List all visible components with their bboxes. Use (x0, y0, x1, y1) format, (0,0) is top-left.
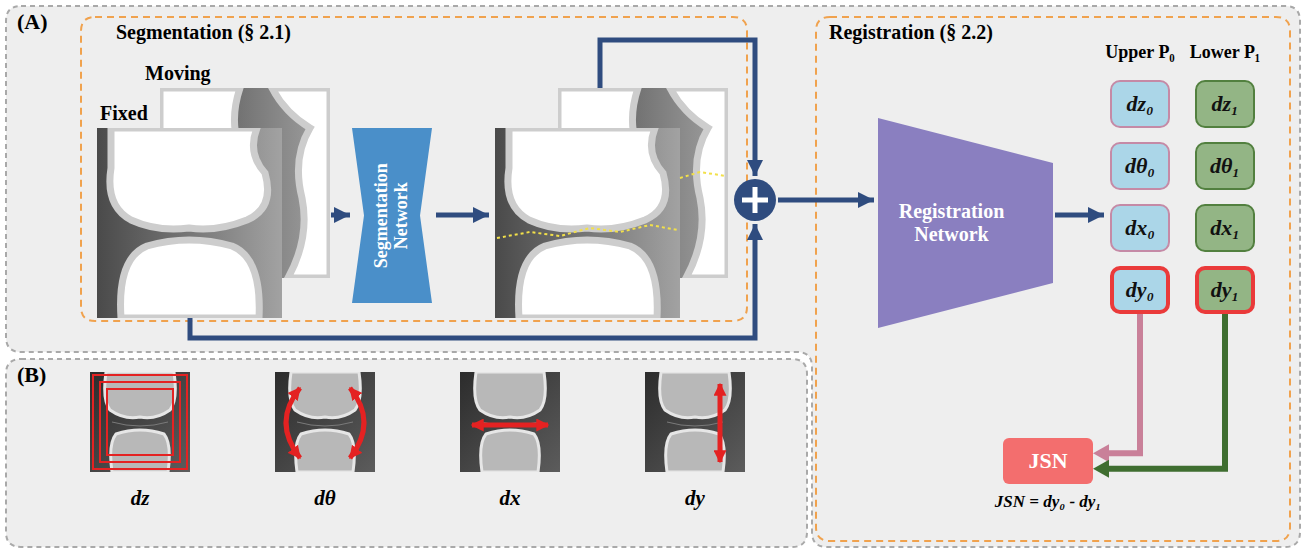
node-text: JSN (1028, 448, 1067, 474)
label-holder: dy (685, 486, 705, 511)
parameter-box: dy₀ (1110, 266, 1170, 314)
parameter-box: dz₀ (1110, 80, 1170, 128)
outline (80, 16, 748, 322)
outline (5, 5, 1301, 548)
caption-label: Lower P₁ (1190, 42, 1261, 63)
caption-label: dx (500, 486, 521, 511)
label-holder: dz (131, 486, 150, 511)
node-text: dx₀ (1125, 215, 1155, 241)
caption-label: JSN = dy₀ - dy₁ (995, 492, 1102, 512)
label-holder: dx (500, 486, 521, 511)
node-text: Segmentation Network (372, 151, 412, 281)
node-text: Segmentation (§ 2.1) (116, 21, 291, 44)
caption-label: Fixed (100, 102, 148, 125)
result-box: JSN (1003, 438, 1093, 484)
caption-label: dy (685, 486, 705, 511)
network-block: Segmentation Network (352, 128, 432, 303)
panel: (B) (5, 358, 808, 548)
stage-region: Segmentation (§ 2.1) Segmentation Network (80, 16, 748, 322)
caption-label: Upper P₀ (1105, 42, 1175, 63)
node-text: Registration (§ 2.2) (829, 21, 993, 44)
parameter-box: dy₁ (1195, 266, 1255, 314)
label-holder: JSN = dy₀ - dy₁ (995, 492, 1102, 512)
caption-label: Moving (145, 62, 211, 85)
parameter-box: dθ₀ (1110, 142, 1170, 190)
caption-label: dz (131, 486, 150, 511)
node-text: dy₁ (1211, 277, 1239, 303)
node-text: dθ₁ (1210, 153, 1240, 179)
label-holder: Upper P₀ (1105, 42, 1175, 63)
label-holder: Lower P₁ (1190, 42, 1261, 63)
node-text: dz₀ (1126, 91, 1153, 117)
panel: (A) Segmentation (§ 2.1) Segmentation Netw… (5, 5, 1301, 548)
parameter-box: dθ₁ (1195, 142, 1255, 190)
stage-region: Registration (§ 2.2) Registration Network… (815, 16, 1291, 542)
parameter-box: dx₀ (1110, 204, 1170, 252)
label-holder: Moving (145, 62, 211, 85)
node-text: dy₀ (1126, 277, 1154, 303)
outline (5, 358, 808, 548)
network-block: Registration Network (878, 118, 1053, 328)
parameter-box: dz₁ (1195, 80, 1255, 128)
parameter-box: dx₁ (1195, 204, 1255, 252)
caption-label: dθ (314, 486, 335, 511)
label-holder: Fixed (100, 102, 148, 125)
label-holder: dθ (314, 486, 335, 511)
node-text: (A) (17, 9, 48, 35)
node-text: dx₁ (1210, 215, 1240, 241)
node-text: dθ₀ (1125, 153, 1155, 179)
node-text: dz₁ (1211, 91, 1238, 117)
node-text: Registration Network (884, 200, 1019, 246)
node-text: (B) (17, 362, 46, 388)
